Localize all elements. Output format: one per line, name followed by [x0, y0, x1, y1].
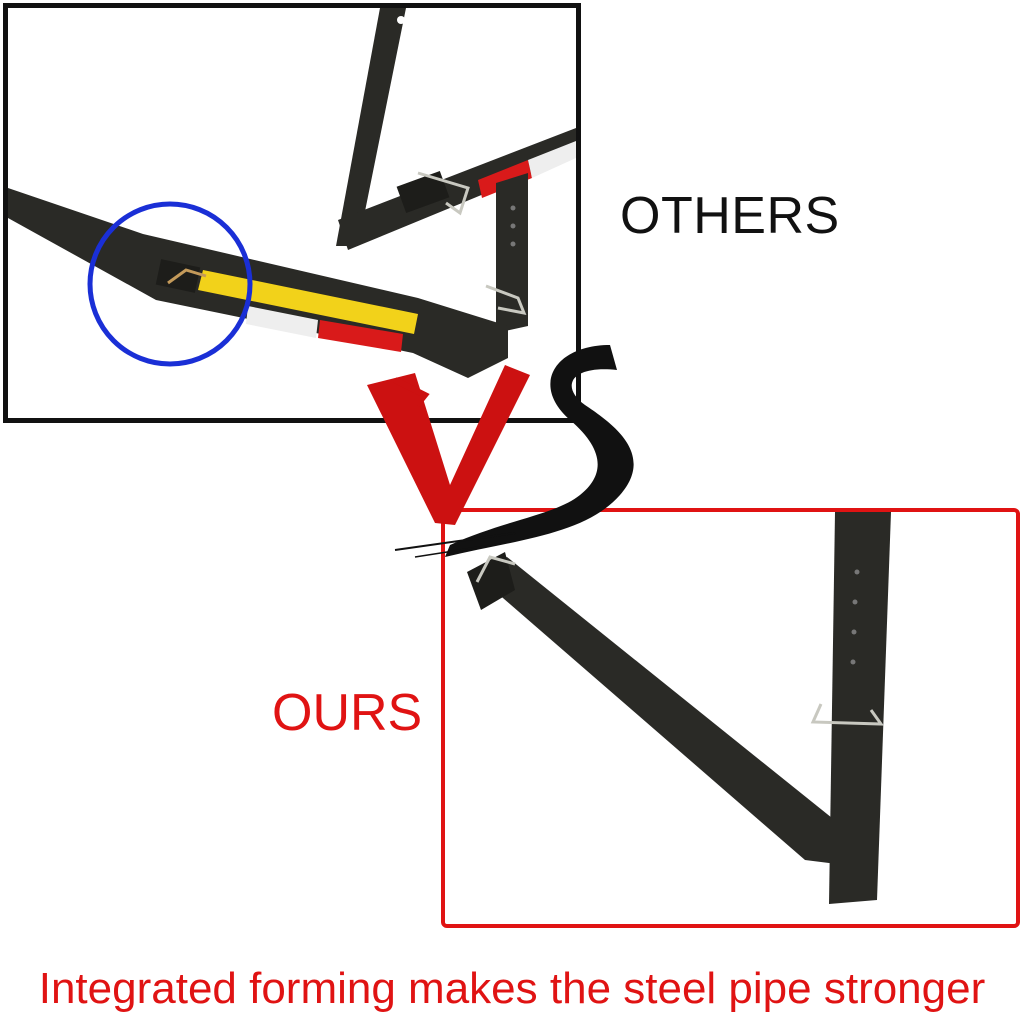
ours-vertical-post [829, 512, 891, 904]
hitch-pin-icon [167, 268, 207, 285]
ours-rack-photo [467, 512, 891, 904]
ours-post-hole [850, 659, 856, 665]
ours-post-hole [854, 569, 860, 575]
others-photo-panel [3, 3, 581, 423]
vs-s-splatter [394, 532, 516, 551]
others-upper-reflector-white [528, 141, 576, 178]
ours-post-hole [852, 599, 858, 605]
others-lower-reflector-red [318, 320, 403, 352]
vs-s-splatter [414, 542, 506, 558]
hitch-pin-icon [417, 171, 470, 216]
others-lower-reflector-yellow [198, 270, 418, 334]
ours-crossbar [473, 557, 837, 864]
others-upright-post [336, 8, 406, 246]
vs-s-stroke [445, 345, 634, 557]
others-lower-reflector-white [246, 306, 318, 338]
others-post-hole [510, 223, 516, 229]
others-upper-reflector-red [478, 160, 532, 198]
others-sleeve [396, 170, 450, 214]
caption: Integrated forming makes the steel pipe … [38, 964, 986, 1013]
others-post-hole [510, 241, 516, 247]
others-rack-photo [8, 8, 576, 378]
vs-v-splatter [393, 377, 430, 407]
others-label: OTHERS [620, 187, 840, 245]
others-upper-crossbar [338, 128, 576, 250]
weld-joint-circle-icon [87, 201, 253, 367]
hitch-pin-icon [485, 284, 527, 315]
others-post-hole [510, 205, 516, 211]
ours-photo-panel [441, 508, 1020, 928]
ours-crossbar-end [467, 552, 515, 610]
vs-brush-icon [367, 345, 634, 558]
others-post-hole [397, 16, 405, 24]
ours-label: OURS [272, 684, 423, 742]
hitch-pin-icon [810, 703, 884, 726]
hitch-pin-icon [475, 555, 516, 583]
ours-post-hole [851, 629, 857, 635]
vs-v-stroke [367, 365, 530, 525]
